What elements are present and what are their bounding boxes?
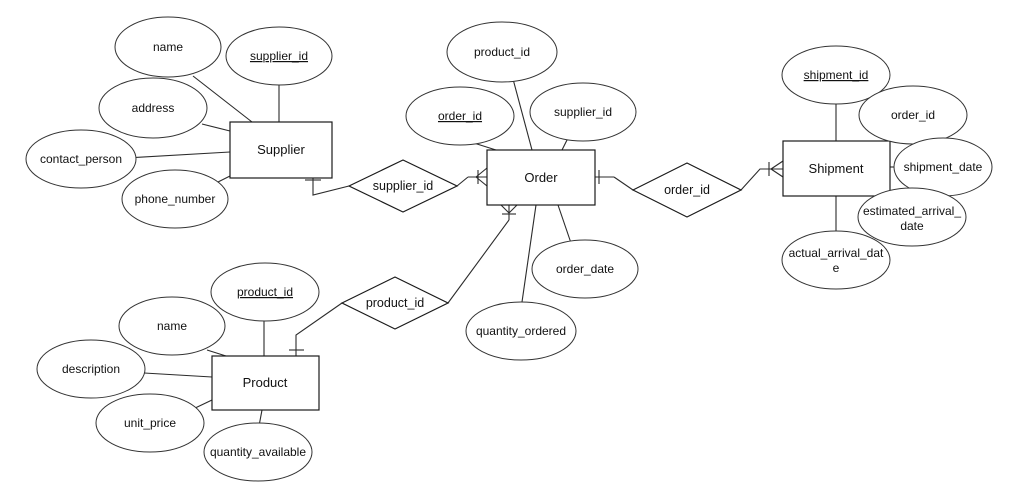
relationship-supplier-order-label: supplier_id <box>373 179 434 193</box>
attr-product-quantity-available[interactable]: quantity_available <box>203 422 313 482</box>
line-product-name <box>206 349 227 357</box>
attr-supplier-address[interactable]: address <box>98 77 208 139</box>
attr-product-id-label: product_id <box>237 285 293 299</box>
attr-shipment-id-label: shipment_id <box>804 68 869 82</box>
line-order-rel-product <box>447 219 510 304</box>
entity-order-label: Order <box>524 170 558 185</box>
crowfoot-shipment-top <box>770 160 784 170</box>
attr-order-order-id[interactable]: order_id <box>405 86 515 146</box>
relationship-supplier-order[interactable]: supplier_id <box>347 159 459 213</box>
line-rel-order-supplier <box>456 176 469 187</box>
line-order-date <box>557 204 572 244</box>
attr-order-quantity-ordered-label: quantity_ordered <box>476 324 566 338</box>
line-supplier-address <box>201 123 231 132</box>
attr-product-id[interactable]: product_id <box>210 262 320 322</box>
attr-order-date-label: order_date <box>556 262 614 276</box>
attr-order-quantity-ordered[interactable]: quantity_ordered <box>465 301 577 361</box>
crowfoot-order-bottom-right <box>508 204 518 214</box>
line-order-quantity <box>521 204 537 303</box>
relationship-order-product[interactable]: product_id <box>340 276 450 330</box>
attr-shipment-order-id-label: order_id <box>891 108 935 122</box>
attr-order-supplier-id-label: supplier_id <box>554 105 612 119</box>
attr-supplier-id[interactable]: supplier_id <box>225 26 333 86</box>
relationship-order-product-label: product_id <box>366 296 424 310</box>
attr-shipment-date[interactable]: shipment_date <box>893 137 993 197</box>
line-order-product-id <box>512 78 533 151</box>
attr-supplier-address-label: address <box>132 101 175 115</box>
attr-product-description[interactable]: description <box>36 339 146 399</box>
attr-supplier-id-label: supplier_id <box>250 49 308 63</box>
attr-shipment-estimated-arrival-line1: estimated_arrival_ <box>863 204 961 218</box>
attr-product-name[interactable]: name <box>118 296 226 356</box>
entity-shipment-label: Shipment <box>809 161 864 176</box>
crowfoot-shipment-bottom <box>770 168 784 178</box>
attr-shipment-estimated-arrival-line2: date <box>900 219 924 233</box>
attr-shipment-estimated-arrival-date[interactable]: estimated_arrival_ date <box>857 187 967 247</box>
relationship-order-shipment[interactable]: order_id <box>631 162 743 218</box>
line-rel-product <box>295 302 343 356</box>
attr-supplier-phone-number-label: phone_number <box>135 192 216 206</box>
entity-order[interactable]: Order <box>486 149 596 206</box>
attr-shipment-actual-arrival-date[interactable]: actual_arrival_dat e <box>781 230 891 290</box>
line-order-rel-orderid <box>613 176 634 191</box>
line-product-description <box>143 372 213 378</box>
attr-supplier-contact-person-label: contact_person <box>40 152 122 166</box>
line-supplier-name <box>192 75 253 123</box>
attr-order-product-id-label: product_id <box>474 45 530 59</box>
line-rel-shipment <box>740 168 783 191</box>
attr-product-unit-price[interactable]: unit_price <box>95 393 205 453</box>
attr-order-date[interactable]: order_date <box>531 239 639 299</box>
entity-supplier[interactable]: Supplier <box>229 121 333 179</box>
attr-order-product-id[interactable]: product_id <box>446 21 558 83</box>
attr-shipment-id[interactable]: shipment_id <box>781 45 891 105</box>
attr-supplier-contact-person[interactable]: contact_person <box>25 129 137 189</box>
attr-supplier-phone-number[interactable]: phone_number <box>121 169 229 229</box>
line-supplier-contact <box>125 151 231 159</box>
attr-supplier-name-label: name <box>153 40 183 54</box>
attr-shipment-date-label: shipment_date <box>904 160 983 174</box>
attr-product-quantity-available-label: quantity_available <box>210 445 306 459</box>
attr-shipment-actual-arrival-line1: actual_arrival_dat <box>789 246 884 260</box>
entity-shipment[interactable]: Shipment <box>782 140 891 197</box>
attr-shipment-actual-arrival-line2: e <box>833 261 840 275</box>
attr-supplier-name[interactable]: name <box>114 16 222 78</box>
entity-product[interactable]: Product <box>211 355 320 411</box>
attr-product-description-label: description <box>62 362 120 376</box>
attr-product-unit-price-label: unit_price <box>124 416 176 430</box>
relationship-order-shipment-label: order_id <box>664 183 710 197</box>
attr-product-name-label: name <box>157 319 187 333</box>
crowfoot-order-bottom-left <box>500 204 510 214</box>
entity-product-label: Product <box>243 375 288 390</box>
attr-order-order-id-label: order_id <box>438 109 482 123</box>
entity-supplier-label: Supplier <box>257 142 305 157</box>
attr-shipment-order-id[interactable]: order_id <box>858 85 968 145</box>
attr-order-supplier-id[interactable]: supplier_id <box>529 82 637 142</box>
line-supplier-rel <box>312 178 350 196</box>
